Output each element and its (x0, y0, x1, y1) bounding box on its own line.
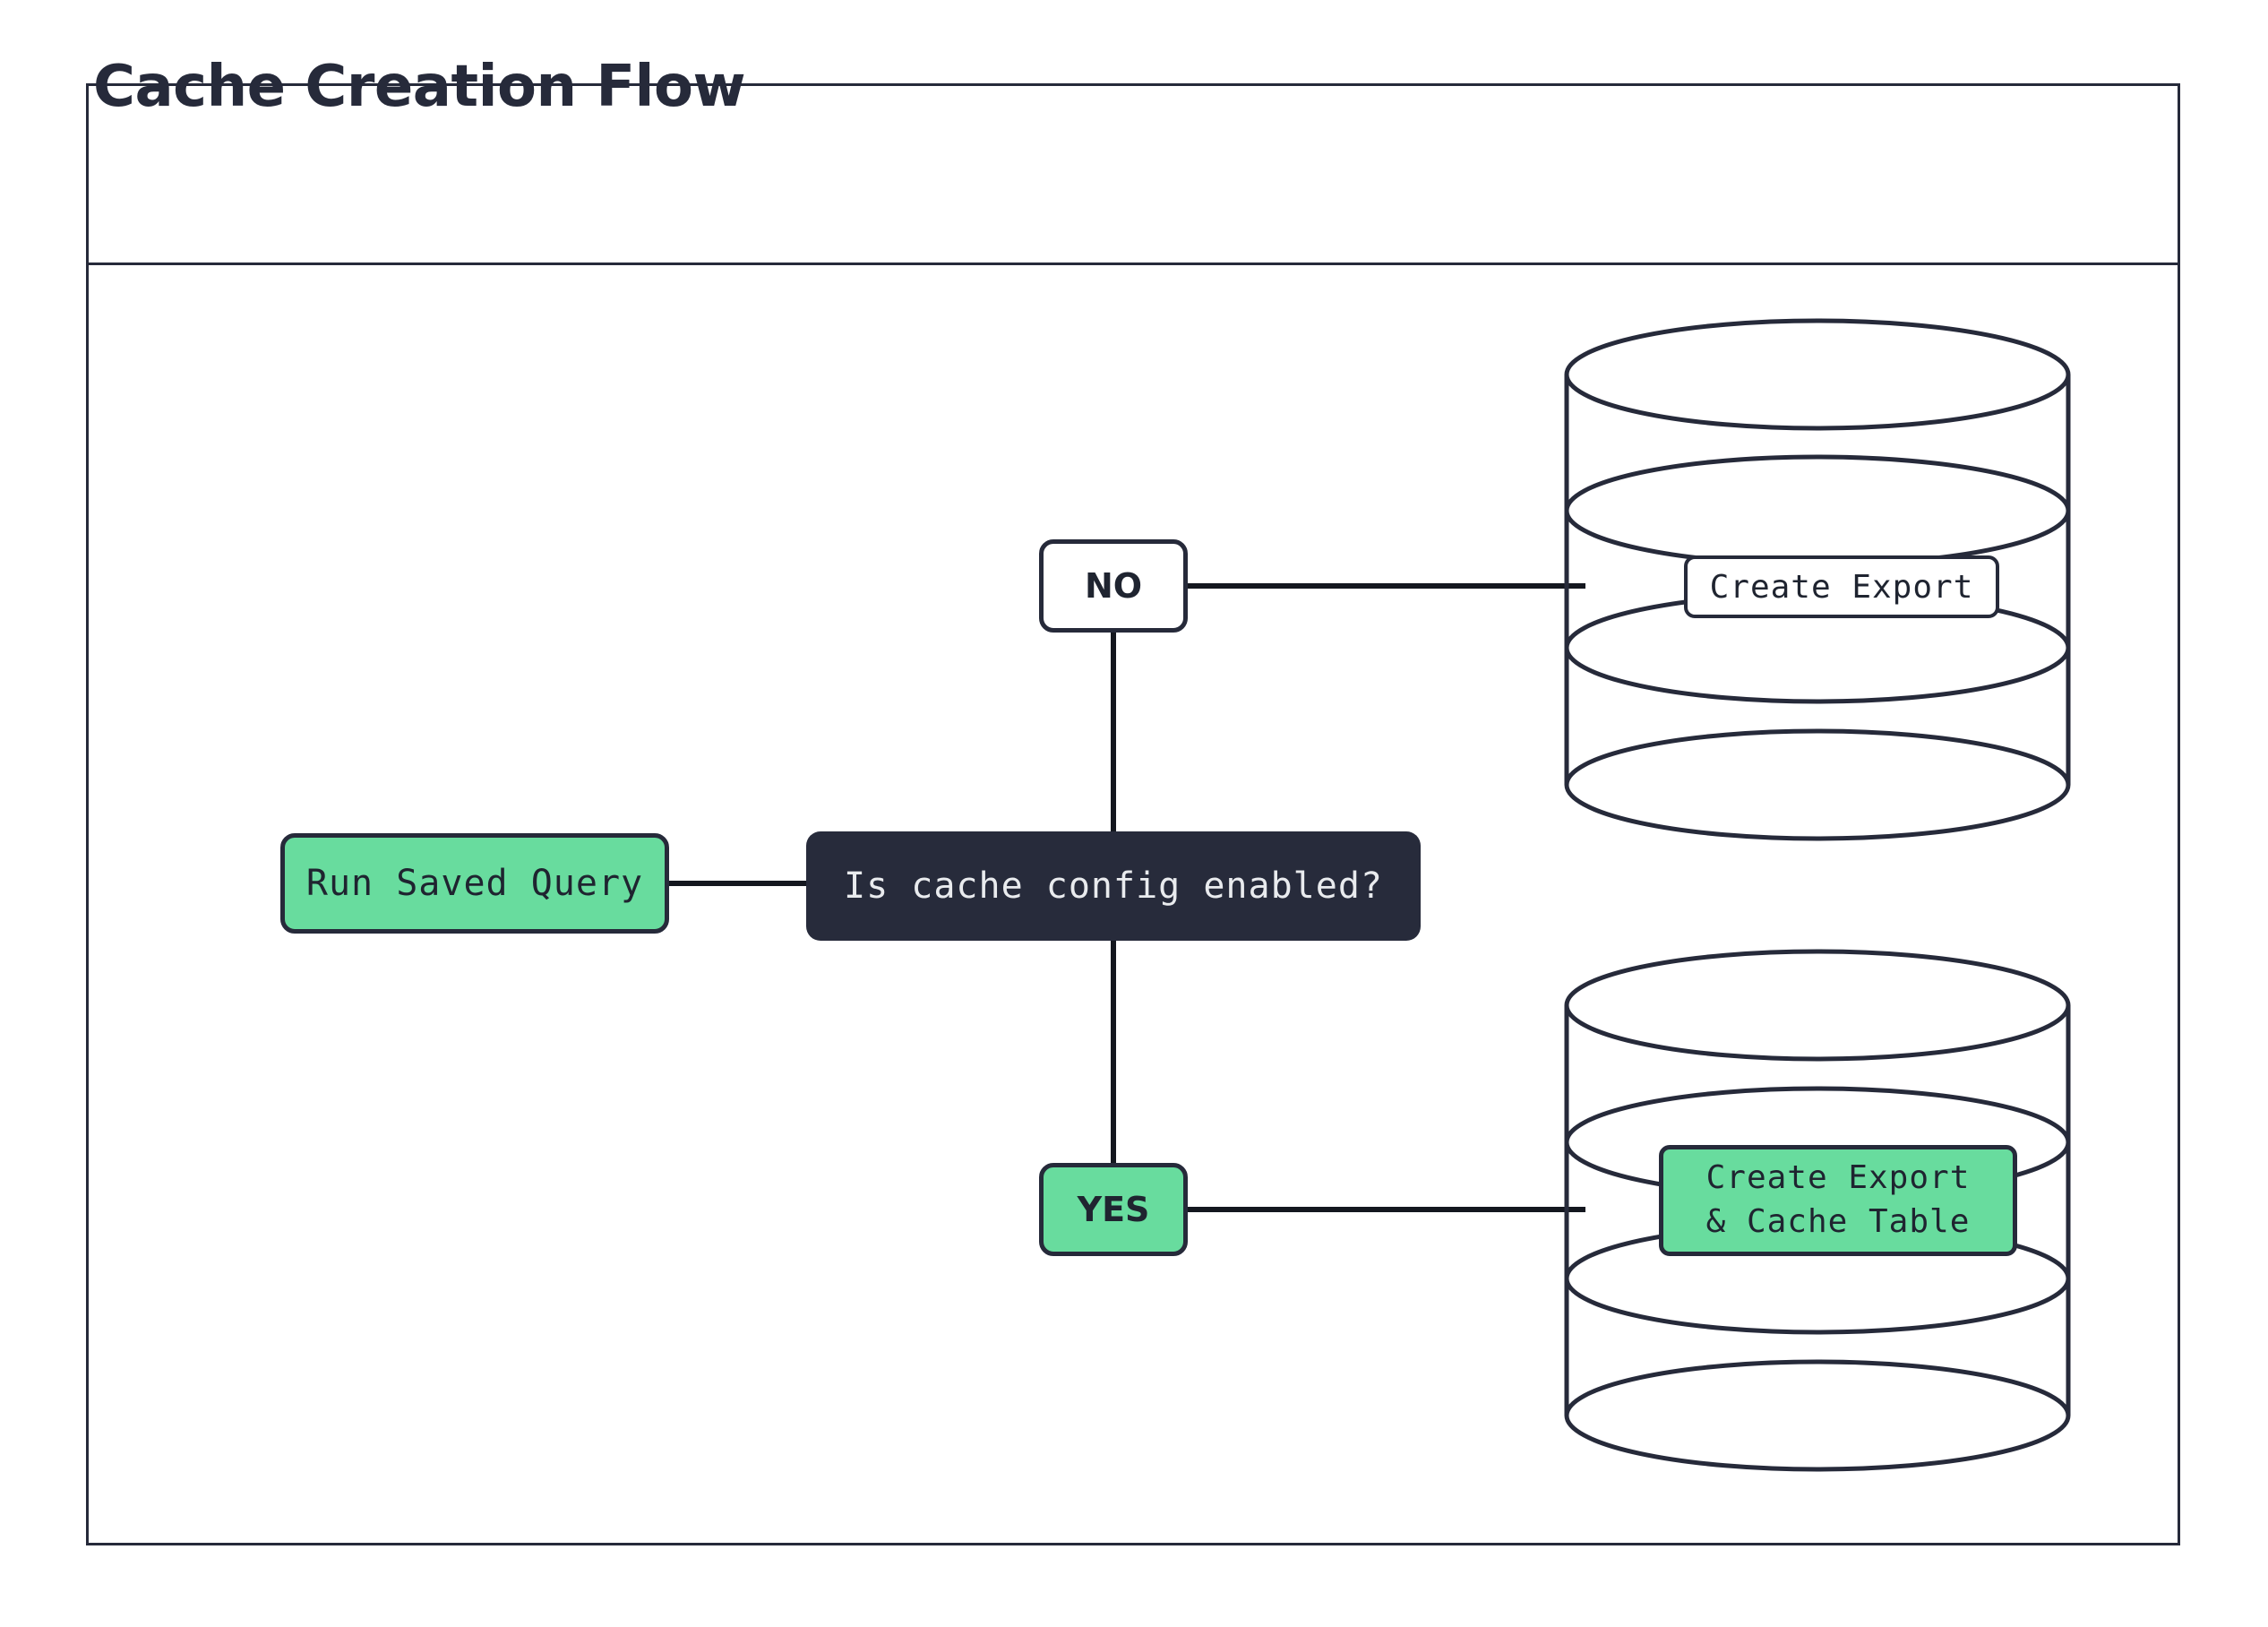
branch-label-yes[interactable]: YES (1039, 1163, 1188, 1256)
database-cylinder-top (1564, 318, 2071, 841)
branch-label-no[interactable]: NO (1039, 539, 1188, 633)
page-title: Cache Creation Flow (93, 54, 746, 120)
node-run-saved-query[interactable]: Run Saved Query (280, 833, 669, 934)
node-create-export[interactable]: Create Export (1684, 555, 1999, 618)
diagram-header (89, 86, 2178, 265)
node-decision-cache-config[interactable]: Is cache config enabled? (806, 831, 1421, 941)
node-create-export-and-cache-table[interactable]: Create Export & Cache Table (1659, 1145, 2017, 1256)
